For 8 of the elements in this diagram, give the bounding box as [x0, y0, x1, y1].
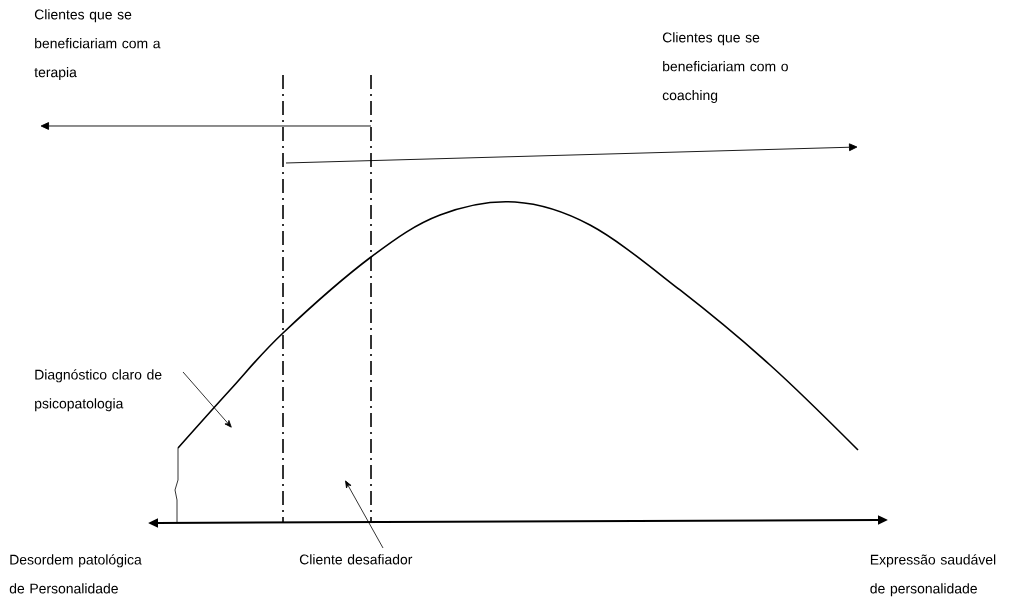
leader-line: [345, 480, 384, 549]
annotation-text: Cliente desafiador: [299, 554, 413, 565]
range-label: Clientes que se beneficiariam com o coaching: [662, 32, 788, 103]
axis-end-label: Desordem patológica de Personalidade: [9, 554, 142, 594]
annotation-text: Diagnóstico claro de psicopatologia: [35, 369, 162, 412]
leader-line: [182, 371, 232, 428]
axis-end-label: Expressão saudável de personalidade: [870, 554, 996, 597]
range-label: Clientes que se beneficiariam com a terapia: [34, 9, 161, 80]
